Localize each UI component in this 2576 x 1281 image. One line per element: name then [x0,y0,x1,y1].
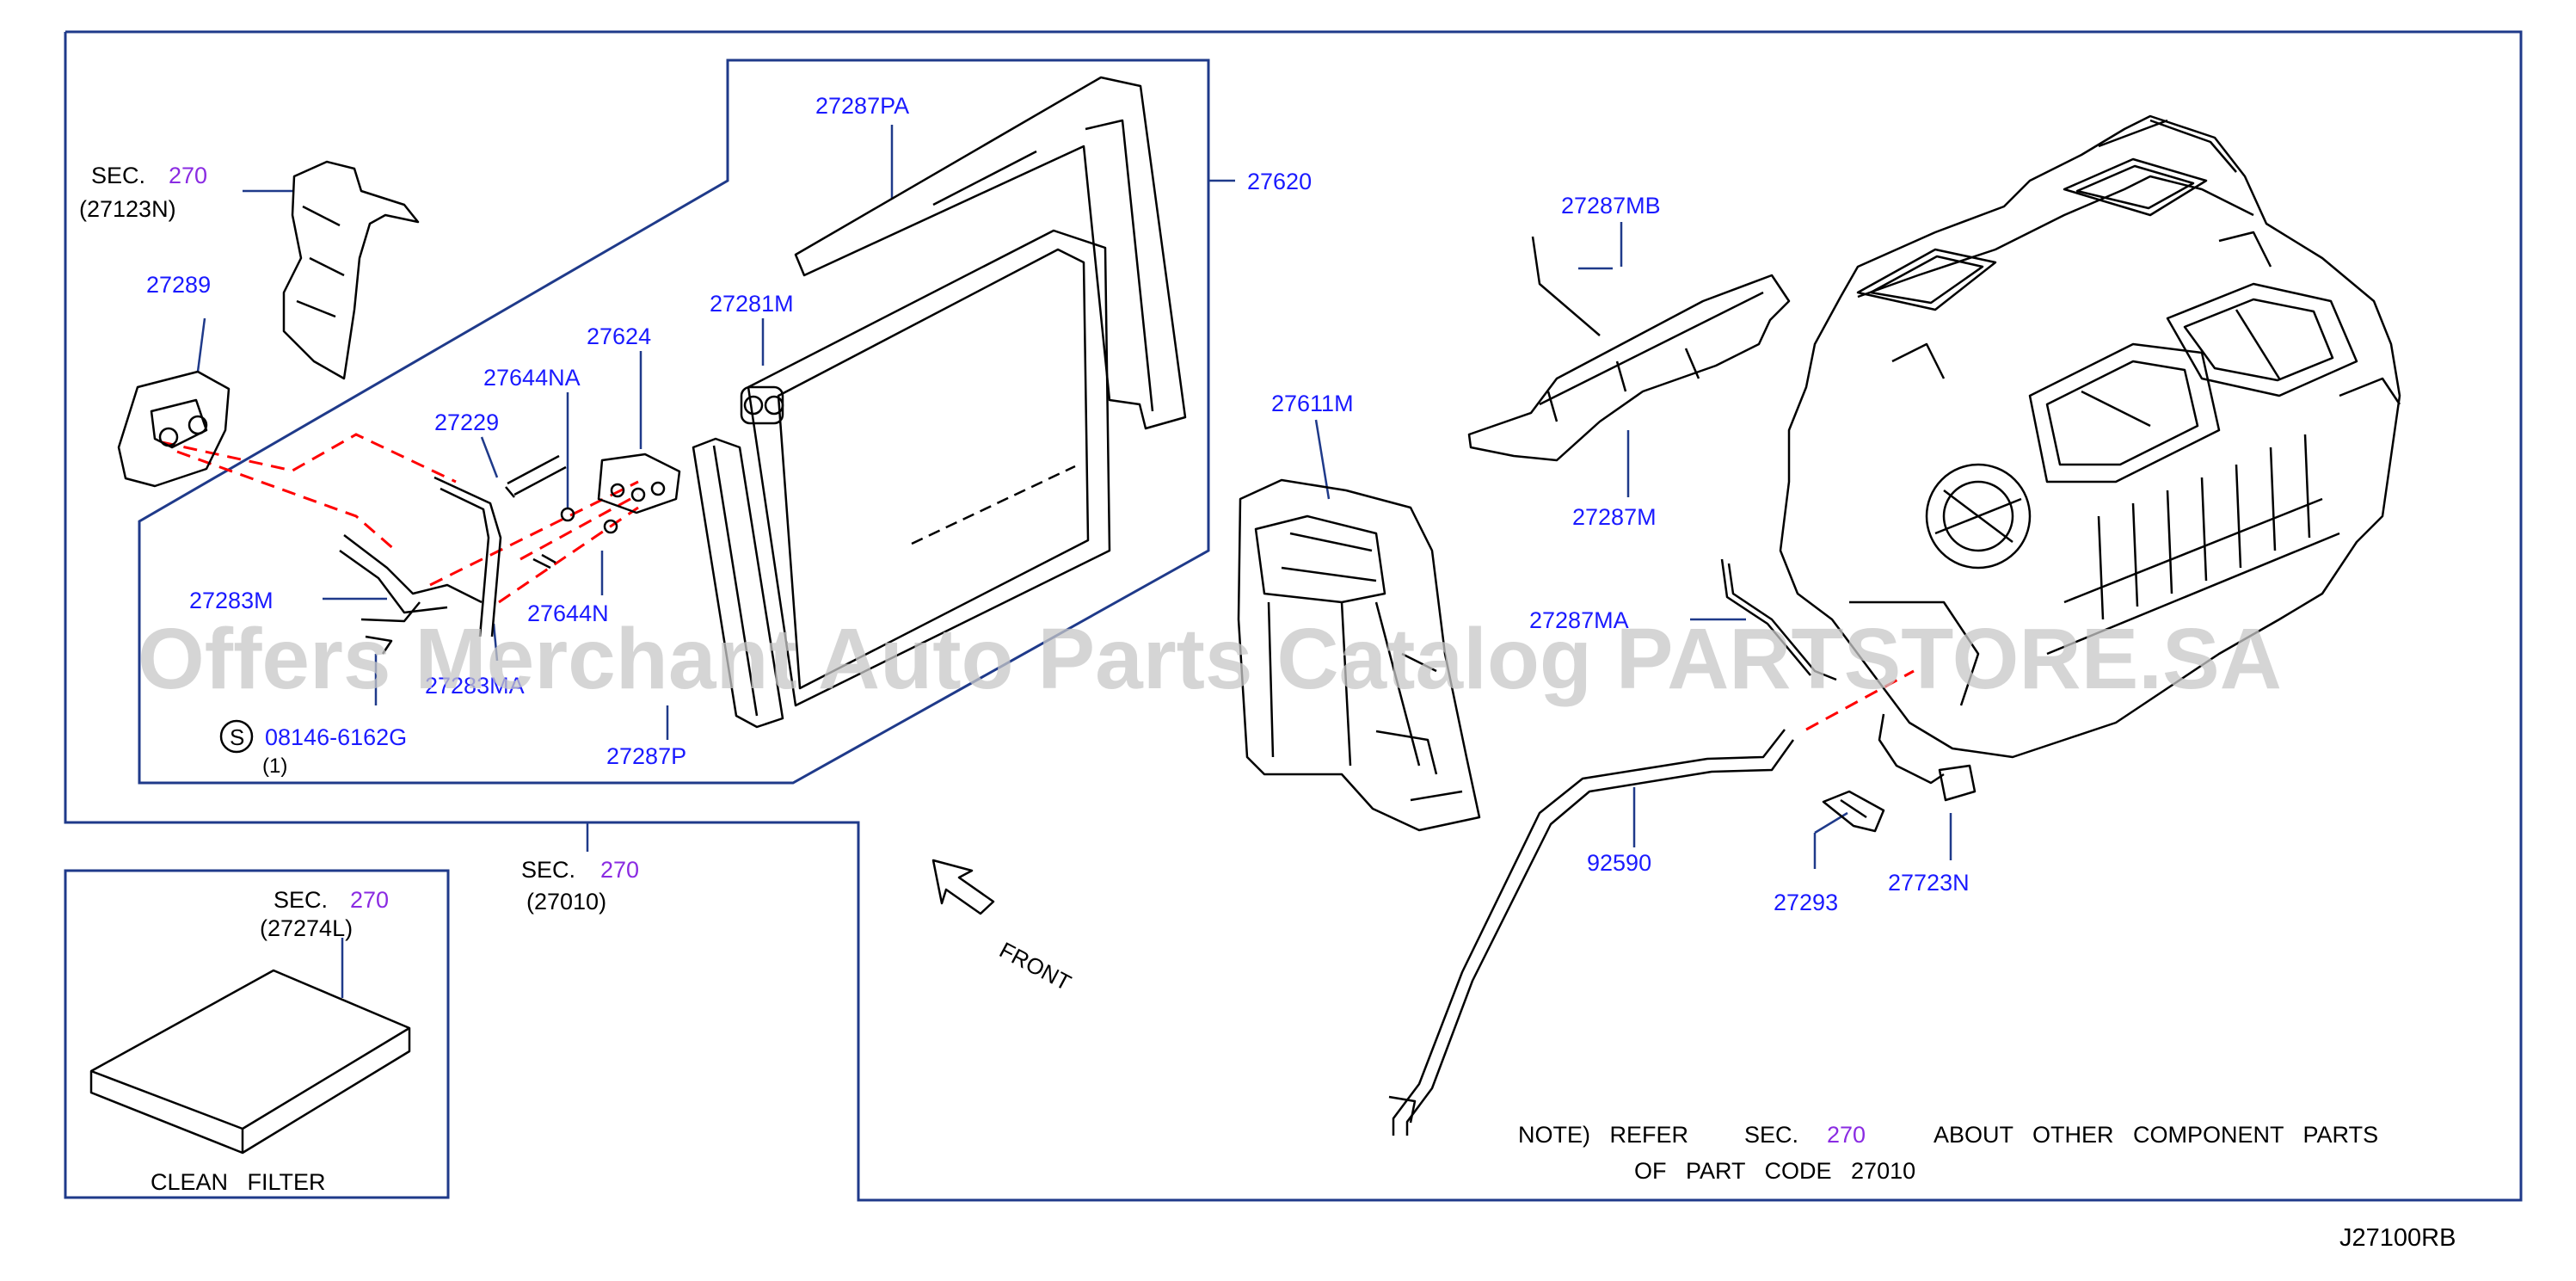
watermark: Offers Merchant Auto Parts Catalog PARTS… [138,611,2282,707]
seal-strip-illustration [1467,236,1791,462]
sec-ref-label: SEC. [274,887,328,913]
front-arrow-icon [931,859,995,915]
seal-ma-illustration [1720,558,1837,681]
part-label: 27287MB [1561,193,1661,219]
part-label: 27293 [1774,890,1838,915]
bolt-qty: (1) [262,754,287,778]
part-label: 27611M [1271,391,1354,416]
heater-case-illustration [1237,478,1481,832]
note-sec-number: 270 [1827,1122,1866,1148]
part-label: 27644N [527,600,609,626]
outer-frame [64,30,2523,1202]
bolt-symbol [219,719,254,754]
sec-ref-label: SEC. [91,163,145,188]
part-label: 27229 [434,410,499,435]
part-label: 92590 [1587,850,1651,876]
evaporator-illustration [740,229,1111,707]
component-illustrations [89,76,2401,1155]
duct-illustration [282,160,420,380]
drain-hose-illustration [1388,729,1795,1136]
sec-ref-code: (27123N) [79,196,176,222]
filter-label: CLEAN FILTER [151,1169,326,1195]
bolt-illustration [505,454,567,498]
leader-lines [196,125,1952,998]
bolt-symbol-letter: S [230,724,244,750]
heater-unit-illustration [1779,114,2401,759]
part-label: 27289 [146,272,211,298]
part-label: 27283MA [425,673,525,699]
part-label: 27723N [1888,870,1970,896]
note-text-2: OF PART CODE 27010 [1634,1158,1915,1184]
part-label: 27624 [587,323,651,349]
sec-ref-code: (27274L) [260,915,353,941]
part-label: 27644NA [483,365,581,391]
gasket-illustration [117,370,231,488]
part-label: 27287P [606,743,686,769]
sec-ref-number: 270 [169,163,207,188]
valve-illustration [597,453,681,514]
sec-ref-code: (27010) [526,889,606,915]
bolt-part-label: 08146-6162G [265,724,407,750]
sec-ref-number: 270 [600,857,639,883]
part-label: 27283M [189,588,274,613]
evaporator-cover-illustration [794,76,1187,430]
note-intro: NOTE) REFER [1518,1122,1688,1148]
part-label: 27620 [1247,169,1312,194]
note-sec: SEC. [1744,1122,1798,1148]
part-label: 27287M [1572,504,1657,530]
thermistor-illustration [1878,713,1977,802]
sensor-illustration [1822,790,1885,833]
part-label: 27287PA [815,93,909,119]
front-label: FRONT [995,937,1075,996]
pipe-illustration [339,476,618,655]
part-label: 27281M [710,291,794,317]
part-label: 27287MA [1529,607,1629,633]
cabin-filter-illustration [89,969,411,1155]
sec-ref-number: 270 [350,887,389,913]
seal-plate-illustration [692,437,784,729]
diagram-code: J27100RB [2339,1224,2456,1252]
sec-ref-label: SEC. [521,857,575,883]
note-text: ABOUT OTHER COMPONENT PARTS [1934,1122,2378,1148]
